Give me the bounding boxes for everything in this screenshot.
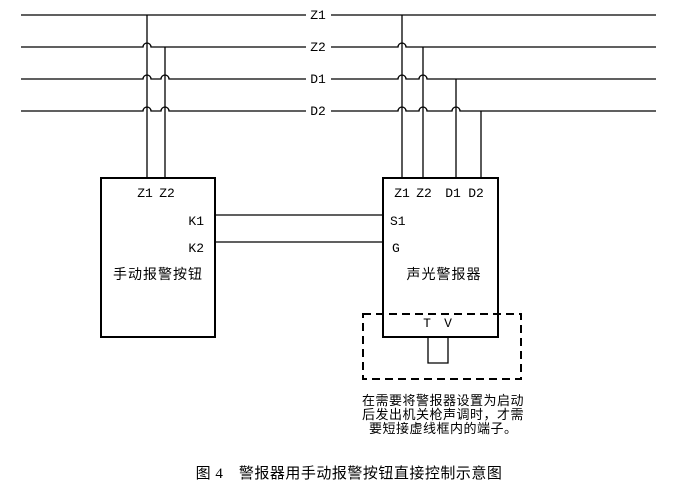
sounder-title: 声光警报器: [407, 267, 482, 283]
bus-line-z2: [21, 42, 656, 48]
bus-label-d1: D1: [310, 72, 326, 87]
sounder-terminal-s1: S1: [390, 214, 406, 229]
dashed-frame: [362, 313, 522, 380]
sounder-box: [382, 177, 499, 338]
button-terminal-z1: Z1: [137, 186, 153, 201]
bus-label-z2: Z2: [310, 40, 326, 55]
bus-line-d2: [21, 106, 656, 112]
manual-button-box: [100, 177, 216, 338]
button-terminal-z2: Z2: [159, 186, 175, 201]
note-line-1: 在需要将警报器设置为启动: [362, 393, 524, 408]
figure-caption: 图 4 警报器用手动报警按钮直接控制示意图: [196, 464, 503, 482]
sounder-terminal-d2: D2: [468, 186, 484, 201]
note-line-2: 后发出机关枪声调时，才需: [362, 407, 524, 422]
button-terminal-k2: K2: [188, 241, 204, 256]
sounder-terminal-z1: Z1: [394, 186, 410, 201]
sounder-terminal-v: V: [444, 316, 452, 331]
bus-label-d2: D2: [310, 104, 326, 119]
sounder-terminal-d1: D1: [445, 186, 461, 201]
sounder-terminal-g: G: [392, 241, 400, 256]
button-terminal-k1: K1: [188, 214, 204, 229]
sounder-terminal-t: T: [423, 316, 431, 331]
sounder-terminal-z2: Z2: [416, 186, 432, 201]
manual-button-title: 手动报警按钮: [113, 267, 203, 283]
bus-label-z1: Z1: [310, 8, 326, 23]
shorting-jumper: [427, 337, 449, 364]
bus-line-d1: [21, 74, 656, 80]
note-line-3: 要短接虚线框内的端子。: [369, 421, 518, 436]
